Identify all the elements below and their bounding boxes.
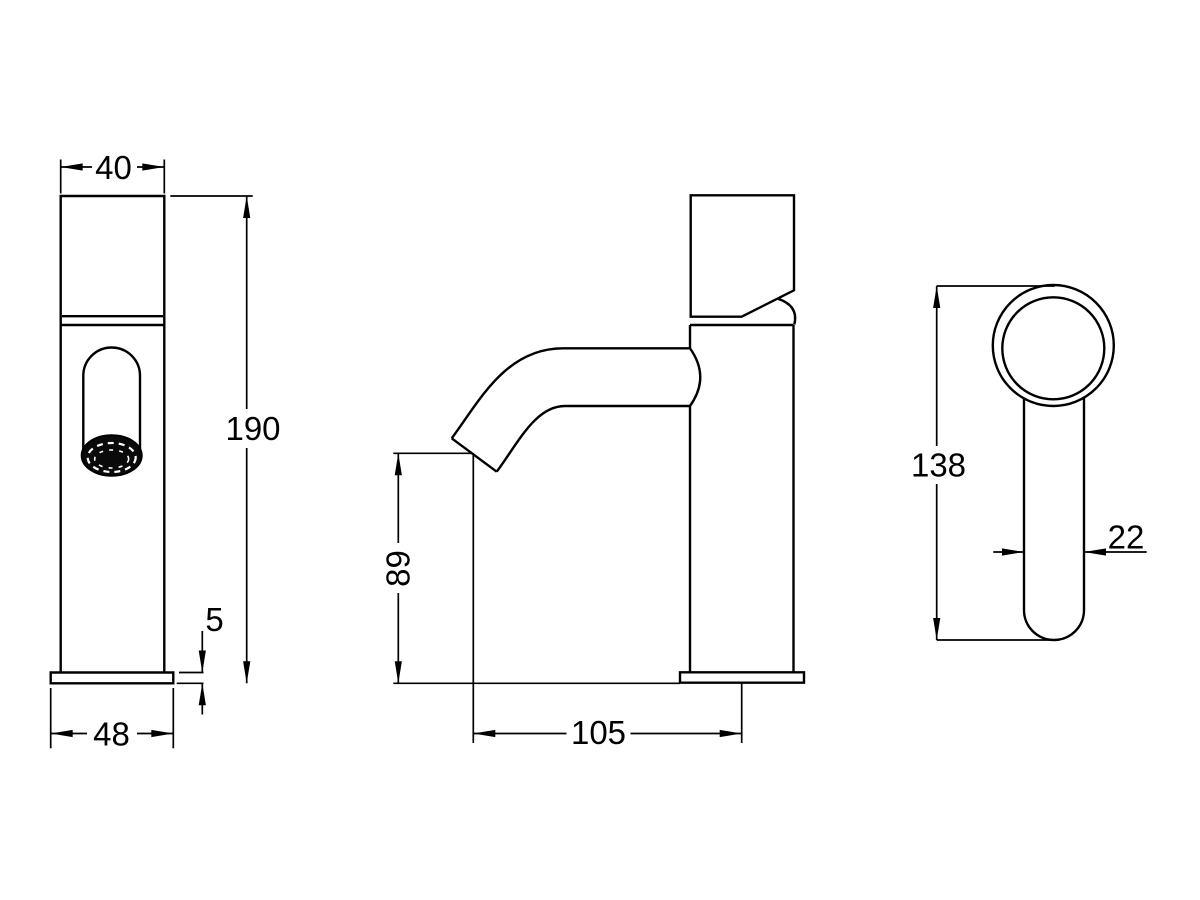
- mask-190: [224, 409, 284, 448]
- mask-138: [909, 446, 968, 484]
- front-aerator: [80, 434, 143, 477]
- dim-label-outlet-height: 89: [380, 550, 417, 587]
- arrow-89-top: [394, 453, 402, 476]
- mask-40: [92, 150, 137, 183]
- arrow-5-up: [198, 683, 206, 706]
- arrow-22-right: [1084, 548, 1106, 556]
- dim-label-total-height: 190: [225, 410, 280, 447]
- side-base-plate: [678, 671, 806, 684]
- dim-5-lines: [176, 631, 204, 715]
- arrow-5-down: [198, 650, 206, 673]
- side-lever-handle: [689, 194, 796, 318]
- dimension-text-masks: [87, 150, 968, 752]
- arrow-105-left: [473, 729, 496, 738]
- arrow-138-bottom: [933, 618, 941, 640]
- arrow-138-top: [933, 286, 941, 308]
- front-aerator-knurl-outer: [86, 441, 137, 474]
- arrow-48-left: [50, 729, 73, 738]
- mask-105: [566, 714, 631, 752]
- front-view: [49, 194, 175, 685]
- handle-ring-inner: [1001, 296, 1106, 401]
- side-spout-junction: [689, 347, 702, 407]
- dimension-lines: [49, 159, 1147, 749]
- arrow-190-top: [243, 196, 251, 218]
- dim-label-spout-reach: 105: [571, 714, 626, 751]
- mask-89: [381, 543, 416, 593]
- arrow-22-left: [1002, 548, 1024, 556]
- front-spout-slot: [82, 346, 142, 449]
- front-joint-groove: [60, 315, 165, 327]
- arrow-190-bottom: [243, 661, 251, 684]
- side-body-sides: [688, 325, 795, 673]
- dim-label-lever-width: 22: [1108, 519, 1145, 556]
- side-view: [450, 194, 806, 684]
- side-spout-outlet-face: [450, 437, 498, 473]
- arrow-105-right: [719, 729, 742, 738]
- dim-label-base-thickness: 5: [205, 601, 223, 638]
- arrow-48-right: [151, 729, 174, 738]
- dim-label-base-width: 48: [93, 716, 130, 753]
- front-aerator-knurl-inner: [93, 449, 130, 469]
- arrow-89-bottom: [394, 661, 402, 684]
- handle-ring-outer: [991, 283, 1116, 408]
- arrow-40-right: [142, 163, 165, 171]
- dim-label-handle-height: 138: [911, 447, 966, 484]
- dimension-arrowheads: [50, 163, 1106, 738]
- dim-label-top-width: 40: [95, 149, 132, 186]
- dimension-labels: 40 190 5 48 89 105 138 22: [93, 149, 1144, 753]
- side-spout-top-edge: [450, 347, 690, 440]
- arrow-40-left: [60, 163, 83, 171]
- front-base-plate: [49, 671, 175, 685]
- front-body-outline: [59, 194, 166, 673]
- side-spout-bottom-edge: [495, 404, 690, 473]
- side-cartridge-dome: [777, 297, 797, 325]
- mask-48: [87, 716, 137, 751]
